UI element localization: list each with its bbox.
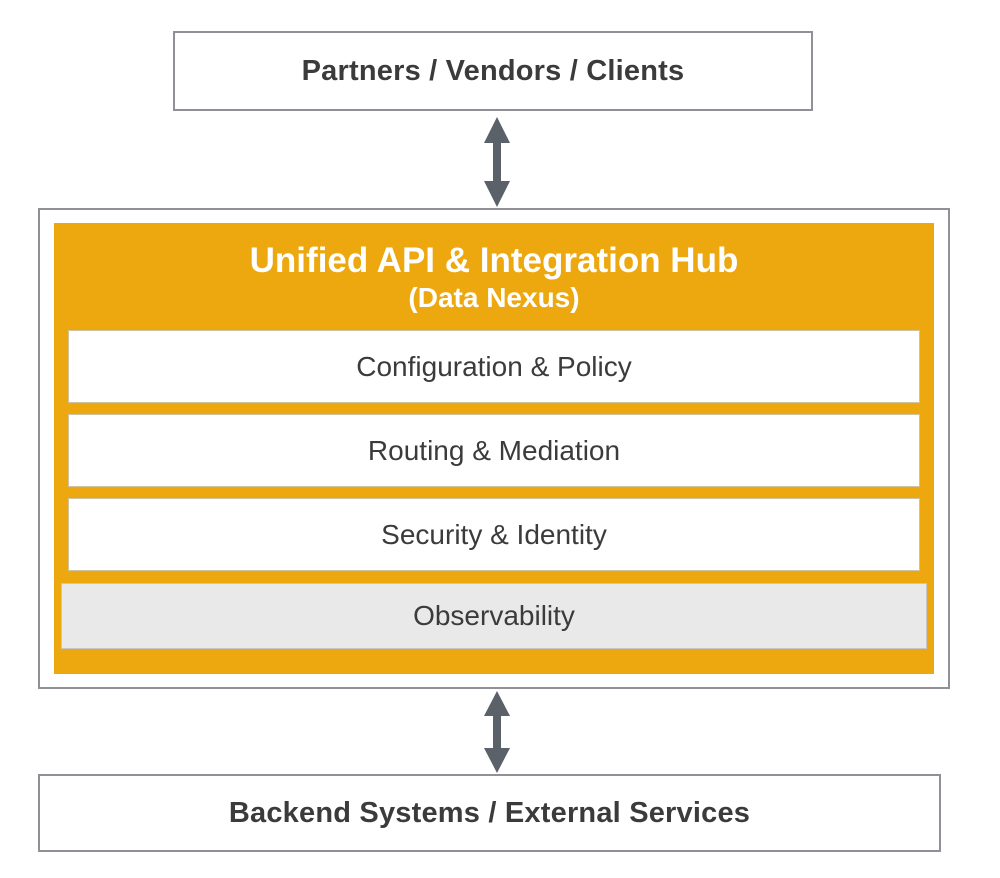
backend-systems-box: Backend Systems / External Services xyxy=(38,774,941,852)
integration-hub-panel: Unified API & Integration Hub (Data Nexu… xyxy=(54,223,934,674)
layer-security-identity-label: Security & Identity xyxy=(381,518,607,550)
bidirectional-arrow-icon xyxy=(484,117,510,207)
integration-hub-container: Unified API & Integration Hub (Data Nexu… xyxy=(38,208,950,689)
hub-title: Unified API & Integration Hub xyxy=(249,241,739,280)
layer-configuration-policy-label: Configuration & Policy xyxy=(356,350,632,382)
layer-observability: Observability xyxy=(61,583,927,650)
bidirectional-arrow-icon xyxy=(484,691,510,773)
layer-routing-mediation: Routing & Mediation xyxy=(68,414,920,488)
layer-configuration-policy: Configuration & Policy xyxy=(68,330,920,404)
layer-routing-mediation-label: Routing & Mediation xyxy=(367,434,621,466)
hub-subtitle: (Data Nexus) xyxy=(408,282,580,313)
partners-vendors-clients-box: Partners / Vendors / Clients xyxy=(173,31,813,111)
layer-observability-label: Observability xyxy=(413,600,575,632)
partners-vendors-clients-label: Partners / Vendors / Clients xyxy=(301,54,685,87)
backend-systems-label: Backend Systems / External Services xyxy=(228,796,751,829)
layer-security-identity: Security & Identity xyxy=(68,498,920,572)
